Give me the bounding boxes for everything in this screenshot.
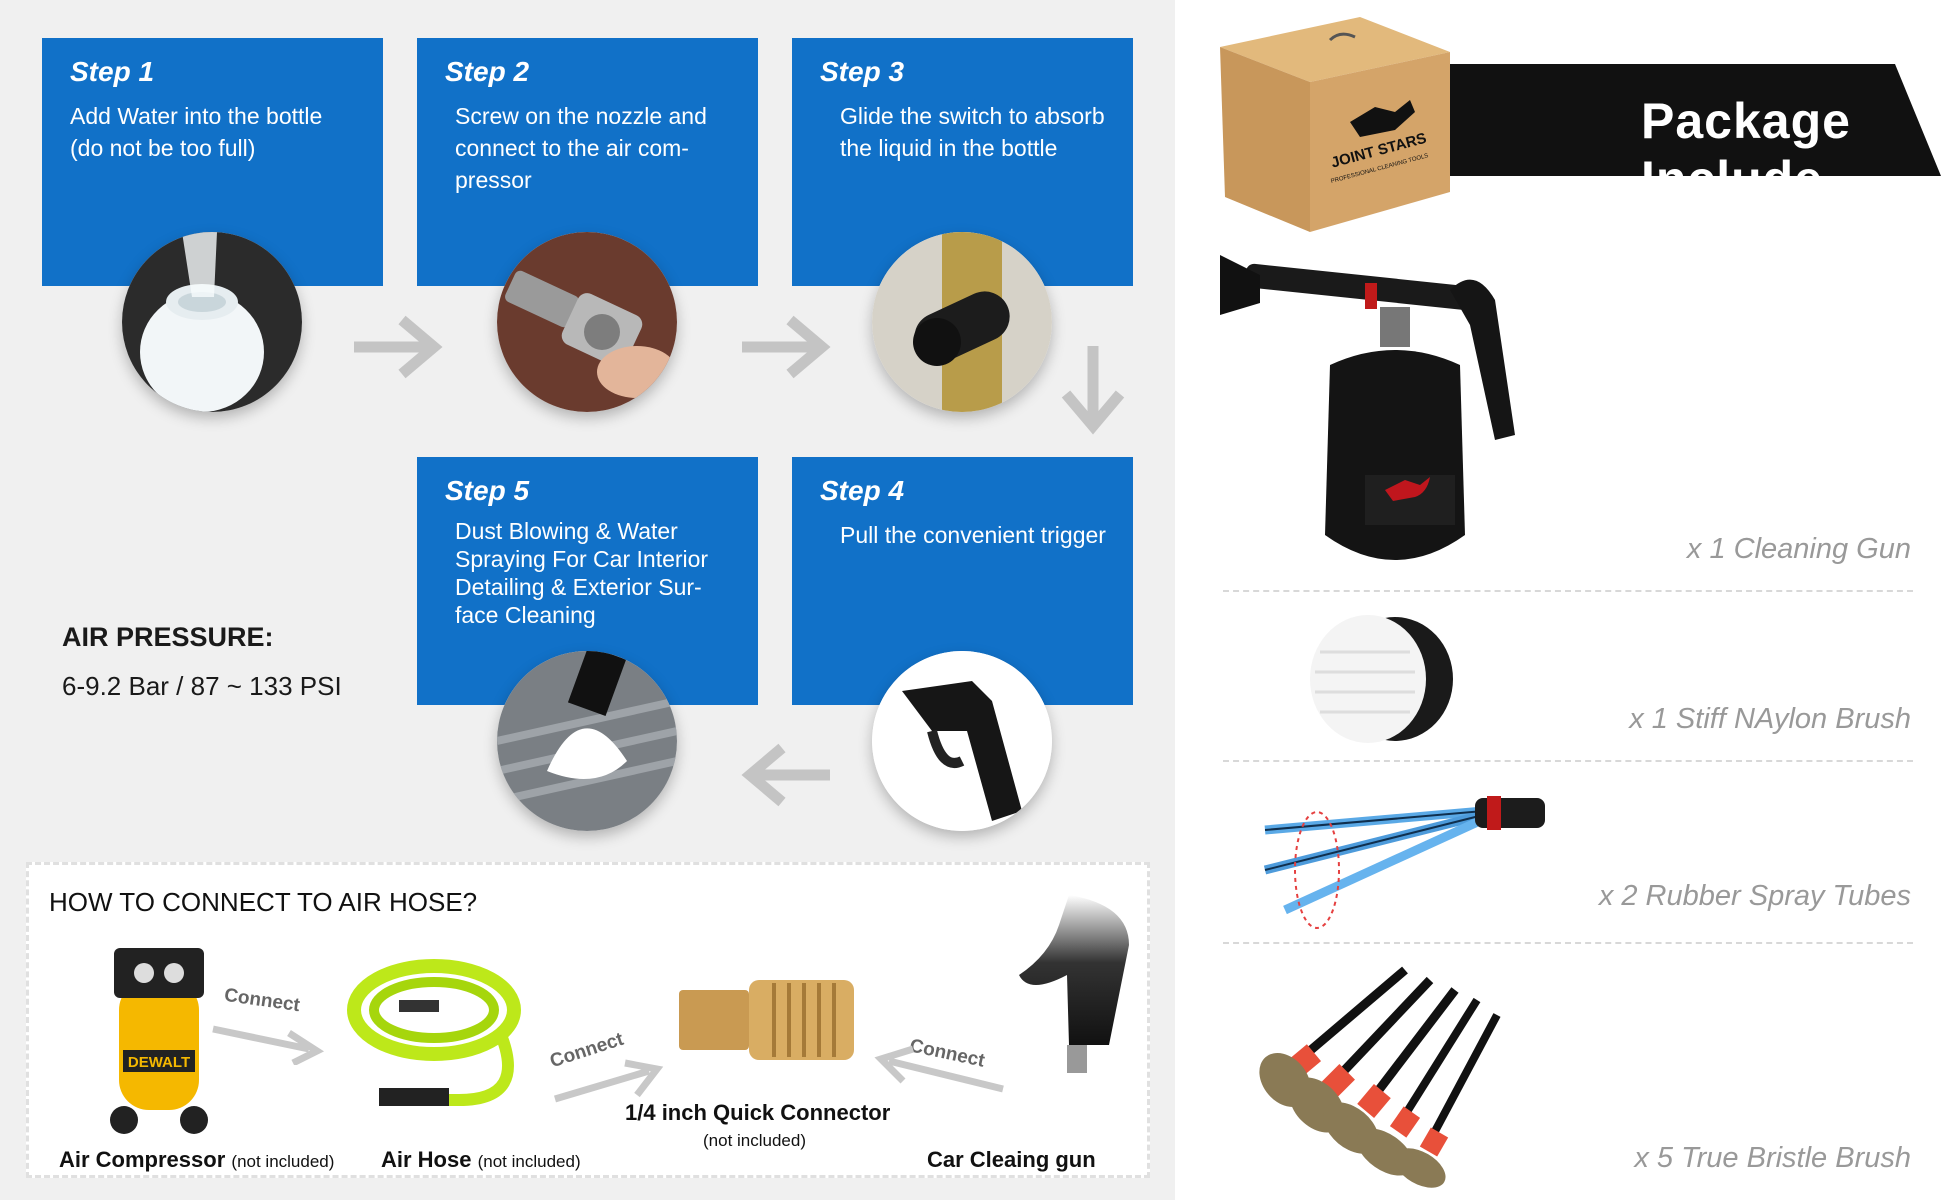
- package-banner-shape: [1445, 64, 1941, 176]
- step-1-title: Step 1: [70, 56, 155, 87]
- step-4-title: Step 4: [820, 475, 905, 506]
- step-5-brush-photo: [497, 651, 677, 831]
- quick-connector-note: (not included): [703, 1131, 806, 1151]
- step-4-trigger-photo: [872, 651, 1052, 831]
- step-3-description: Glide the switch to absorb the liquid in…: [840, 100, 1140, 164]
- air-pressure-heading: AIR PRESSURE:: [62, 622, 274, 652]
- air-compressor-image: DEWALT: [110, 948, 208, 1134]
- step-2-title: Step 2: [445, 56, 530, 87]
- nylon-brush-image: [1310, 615, 1453, 743]
- step-5-line: Detailing & Exterior Sur-: [455, 574, 702, 600]
- air-hose-label: Air Hose (not included): [381, 1147, 581, 1173]
- package-banner: Package Include: [1445, 64, 1935, 207]
- connect-arrow-icon: [554, 1059, 664, 1103]
- step-3-card: Step 3 Glide the switch to absorb the li…: [792, 38, 1133, 286]
- divider: [1223, 942, 1913, 944]
- package-panel: Package Include JOINT STARS PROFESSIONAL…: [1175, 0, 1941, 1200]
- air-pressure-value: 6-9.2 Bar / 87 ~ 133 PSI: [62, 671, 342, 701]
- instructions-panel: Step 1 Add Water into the bottle (do not…: [0, 0, 1175, 1200]
- package-item-spray-tubes: x 2 Rubber Spray Tubes: [1598, 880, 1911, 912]
- step-5-line: Dust Blowing & Water: [455, 518, 678, 544]
- arrow-left-icon: [741, 743, 830, 807]
- step-2-nozzle-photo: [497, 232, 677, 412]
- connect-guide: HOW TO CONNECT TO AIR HOSE? DEWALT Conne…: [26, 862, 1150, 1178]
- quick-connector-label: 1/4 inch Quick Connector: [625, 1100, 890, 1126]
- step-1-line: (do not be too full): [70, 135, 256, 161]
- package-item-cleaning-gun: x 1 Cleaning Gun: [1686, 533, 1911, 565]
- step-2-line: Screw on the nozzle and: [455, 103, 707, 129]
- step-1-line: Add Water into the bottle: [70, 103, 323, 129]
- air-pressure-info: AIR PRESSURE: 6-9.2 Bar / 87 ~ 133 PSI: [62, 622, 342, 702]
- arrow-right-icon: [742, 315, 831, 379]
- cleaning-gun-product-image: [1220, 255, 1515, 560]
- air-compressor-label: Air Compressor (not included): [59, 1147, 334, 1173]
- step-2-line: connect to the air com-: [455, 135, 689, 161]
- step-5-line: Spraying For Car Interior: [455, 546, 709, 572]
- step-1-bottle-photo: [122, 232, 302, 412]
- cleaning-gun-image: [1019, 895, 1129, 1073]
- connect-arrow-icon: [874, 1045, 1004, 1093]
- connect-title: HOW TO CONNECT TO AIR HOSE?: [49, 887, 478, 917]
- package-title: Package Include: [1641, 93, 1851, 207]
- package-box-image: JOINT STARS PROFESSIONAL CLEANING TOOLS: [1220, 17, 1450, 232]
- step-1-description: Add Water into the bottle (do not be too…: [70, 100, 370, 164]
- step-3-line: the liquid in the bottle: [840, 135, 1058, 161]
- step-3-line: Glide the switch to absorb: [840, 103, 1105, 129]
- arrow-right-icon: [354, 315, 443, 379]
- air-hose-image: [347, 959, 521, 1106]
- cleaning-gun-label: Car Cleaing gun: [927, 1147, 1096, 1173]
- divider: [1223, 590, 1913, 592]
- package-item-nylon-brush: x 1 Stiff NAylon Brush: [1629, 703, 1911, 735]
- step-2-description: Screw on the nozzle and connect to the a…: [455, 100, 755, 196]
- step-3-title: Step 3: [820, 56, 905, 87]
- divider: [1223, 760, 1913, 762]
- arrow-down-icon: [1061, 346, 1125, 435]
- quick-connector-name: 1/4 inch Quick Connector: [625, 1100, 891, 1125]
- step-4-description: Pull the convenient trigger: [840, 519, 1140, 551]
- quick-connector-image: [679, 980, 854, 1060]
- air-compressor-note: (not included): [231, 1152, 335, 1171]
- air-compressor-name: Air Compressor: [59, 1147, 226, 1172]
- package-item-bristle-brush: x 5 True Bristle Brush: [1634, 1142, 1911, 1174]
- connect-arrow-icon: [212, 1025, 325, 1065]
- step-5-line: face Cleaning: [455, 602, 596, 628]
- step-3-switch-photo: [872, 232, 1052, 412]
- air-hose-note: (not included): [477, 1152, 581, 1171]
- spray-tubes-image: [1263, 796, 1545, 929]
- dewalt-logo-text: DEWALT: [128, 1054, 190, 1071]
- quick-connector-note-text: (not included): [703, 1131, 807, 1150]
- step-5-description: Dust Blowing & Water Spraying For Car In…: [455, 517, 755, 629]
- bristle-brushes-image: [1259, 966, 1501, 1188]
- air-hose-name: Air Hose: [381, 1147, 472, 1172]
- step-2-line: pressor: [455, 167, 532, 193]
- step-5-card: Step 5 Dust Blowing & Water Spraying For…: [417, 457, 758, 705]
- cleaning-gun-name: Car Cleaing gun: [927, 1147, 1096, 1172]
- step-5-title: Step 5: [445, 475, 530, 506]
- step-4-line: Pull the convenient trigger: [840, 522, 1106, 548]
- connect-label: Connect: [222, 984, 302, 1017]
